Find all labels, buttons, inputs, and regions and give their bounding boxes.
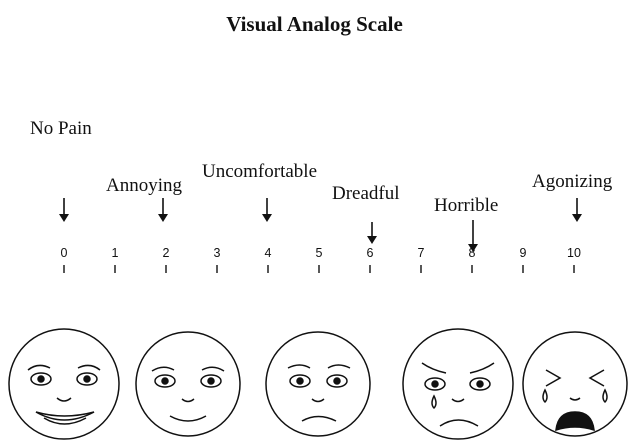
arrow-down-icon [367, 222, 377, 244]
arrow-down-icon [262, 198, 272, 222]
scale-number-7: 7 [417, 246, 425, 260]
arrow-down-icon [572, 198, 582, 222]
scale-number-5: 5 [315, 246, 323, 260]
arrow-down-icon [158, 198, 168, 222]
tick-marks [63, 265, 575, 273]
label-dreadful: Dreadful [332, 183, 400, 204]
slight-smile-face-icon [135, 331, 241, 437]
label-horrible: Horrible [434, 195, 499, 216]
crying-face-icon [402, 328, 514, 440]
smiling-face-icon [8, 328, 120, 440]
arrow-down-icon [468, 220, 478, 252]
label-annoying: Annoying [106, 175, 182, 196]
label-uncomfortable: Uncomfortable [202, 161, 318, 182]
worried-face-icon [265, 331, 371, 437]
scale-number-3: 3 [213, 246, 221, 260]
scale-number-6: 6 [366, 246, 374, 260]
scale-number-0: 0 [60, 246, 68, 260]
scale-number-10: 10 [567, 246, 581, 260]
arrow-down-icon [59, 198, 69, 222]
scale-number-2: 2 [162, 246, 170, 260]
label-agonizing: Agonizing [532, 171, 613, 192]
scale-number-4: 4 [264, 246, 272, 260]
label-no-pain: No Pain [30, 118, 92, 139]
page-title: Visual Analog Scale [226, 12, 403, 36]
agonized-face-icon [522, 331, 628, 437]
scale-number-8: 8 [468, 246, 476, 260]
scale-number-1: 1 [111, 246, 119, 260]
scale-number-9: 9 [519, 246, 527, 260]
